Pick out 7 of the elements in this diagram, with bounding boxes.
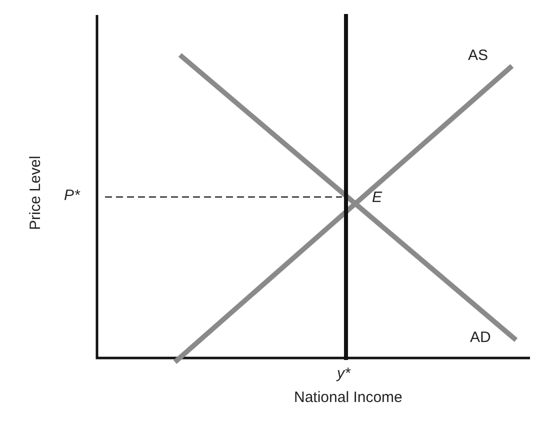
axis-title: Price Level: [28, 156, 43, 230]
curve-label: AD: [470, 330, 491, 345]
axis-label: P*: [64, 188, 80, 203]
axis-title: National Income: [294, 390, 402, 405]
curve-label: AS: [468, 48, 488, 63]
axis-label: y*: [337, 366, 350, 381]
point-label: E: [372, 190, 382, 205]
